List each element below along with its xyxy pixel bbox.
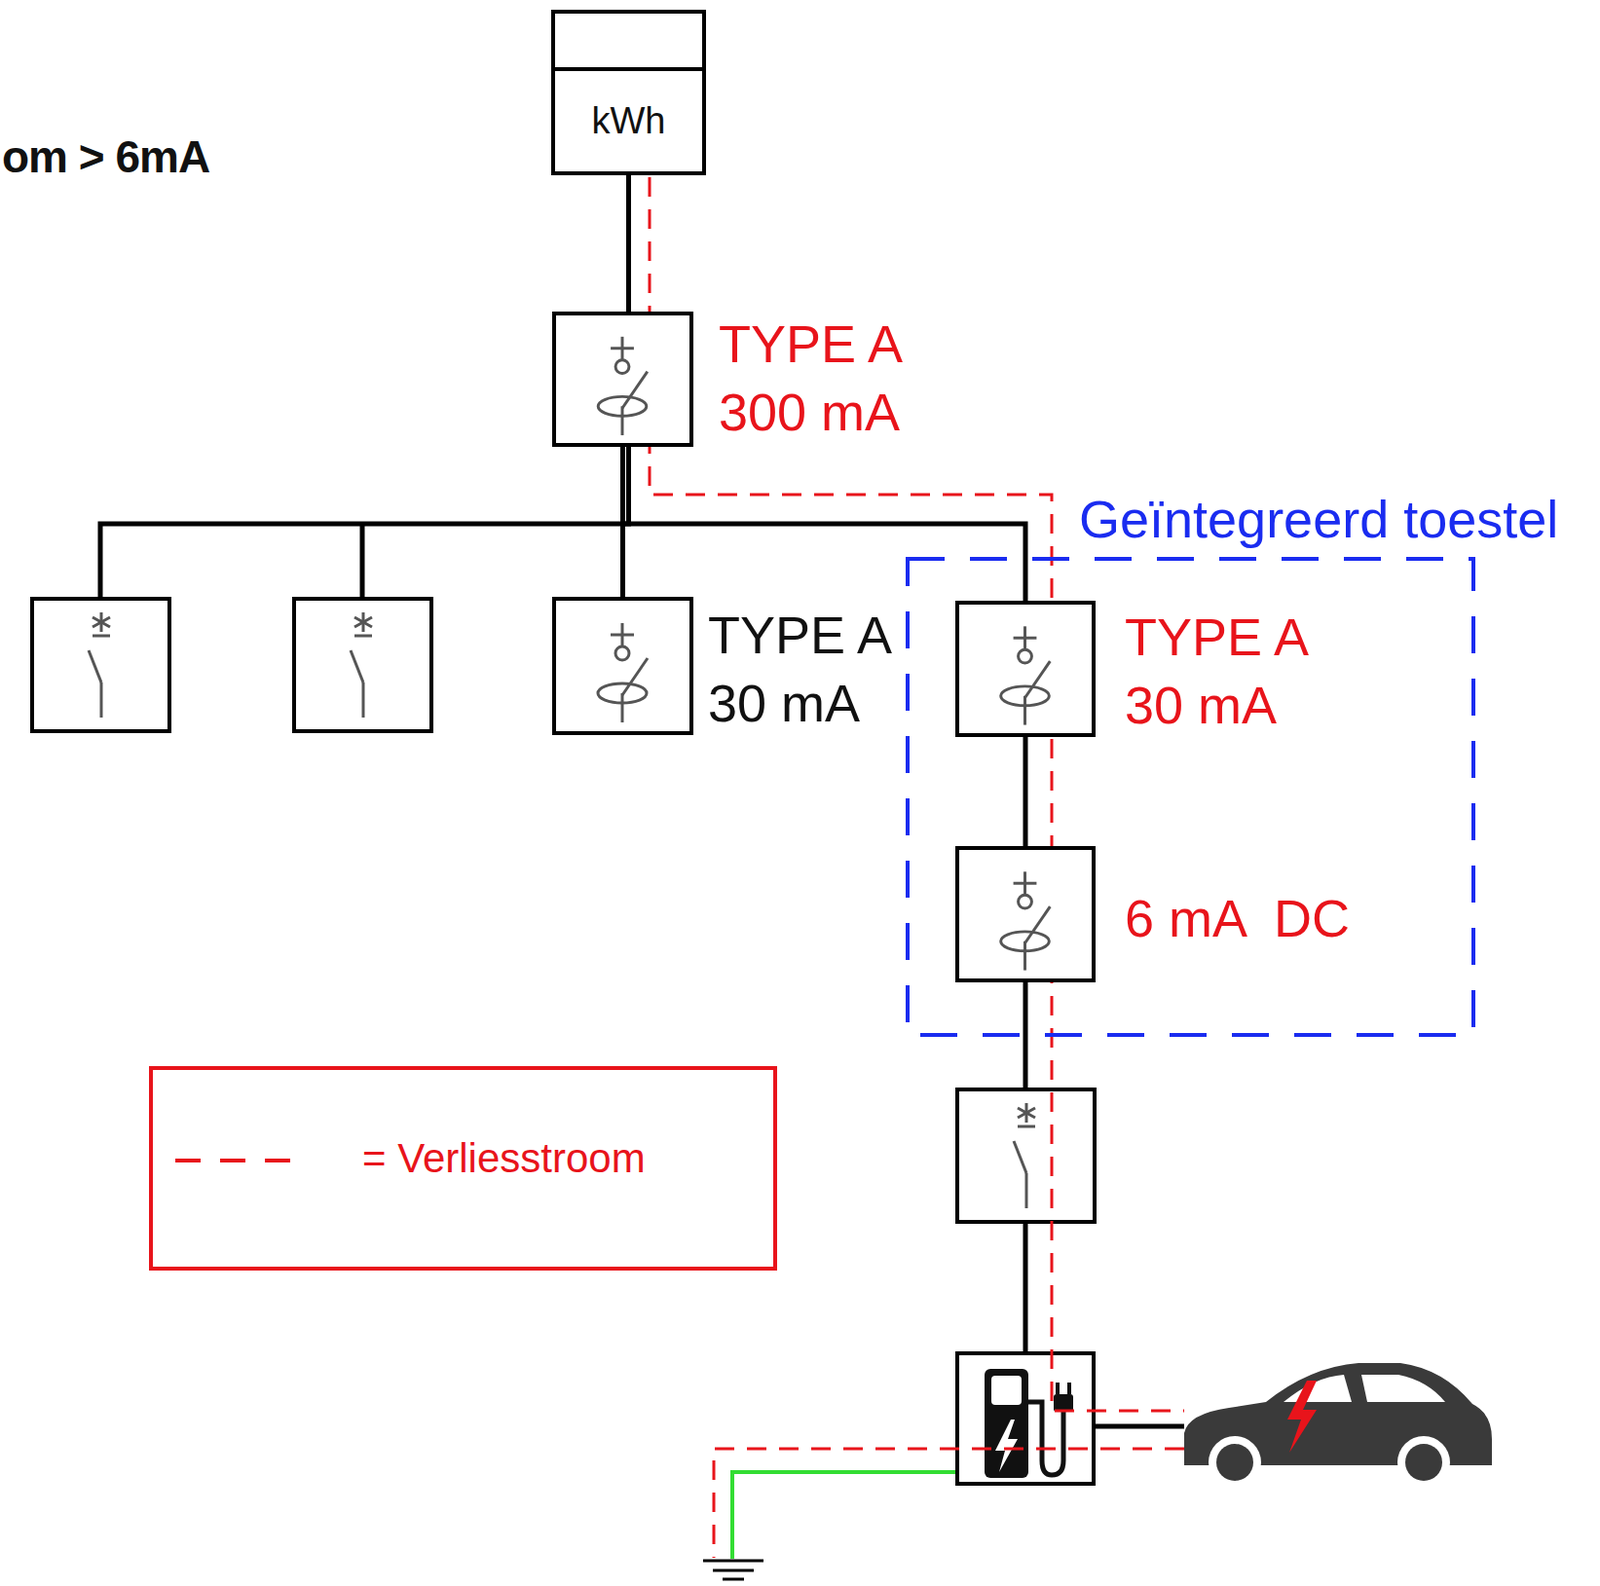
group-heading: Geïntegreerd toestel xyxy=(1079,488,1559,550)
legend-line-sample xyxy=(175,1158,295,1163)
rcd-box: TYPE A 30 mA xyxy=(552,596,694,736)
rcd-symbol xyxy=(556,600,690,732)
wire-connector xyxy=(623,446,1027,601)
legend-text: = Verliesstroom xyxy=(362,1135,646,1183)
bus-wire xyxy=(100,523,1185,1427)
integrated-device-group: Geïntegreerd toestelTYPE A 30 mA6 mA DC xyxy=(905,557,1476,1038)
rcd-box: 6 mA DC xyxy=(955,846,1096,983)
energy-meter: kWh xyxy=(551,9,707,176)
breaker-symbol xyxy=(32,598,170,732)
rcd-box: TYPE A 30 mA xyxy=(955,600,1096,738)
wire-connector xyxy=(1023,737,1029,847)
rcd-rating: 6 mA DC xyxy=(1124,884,1350,953)
rcd-symbol xyxy=(959,850,1092,979)
rcd-rating: TYPE A 30 mA xyxy=(1124,602,1336,740)
meter-label: kWh xyxy=(555,71,703,172)
leakage-path xyxy=(649,177,1185,1559)
page-title: om > 6mA xyxy=(1,130,210,184)
breaker-symbol xyxy=(957,1089,1095,1223)
rcd-box: TYPE A 300 mA xyxy=(552,311,694,447)
meter-divider xyxy=(555,67,703,72)
car-illustration xyxy=(1184,1363,1492,1489)
charger-symbol xyxy=(957,1353,1094,1485)
legend-box xyxy=(150,1068,776,1269)
earth-connection xyxy=(703,1472,956,1580)
rcd-rating: TYPE A 30 mA xyxy=(707,600,919,738)
rcd-symbol xyxy=(556,315,690,444)
rcd-symbol xyxy=(959,604,1092,734)
breaker-symbol xyxy=(294,598,432,732)
rcd-rating: TYPE A 300 mA xyxy=(718,309,930,447)
